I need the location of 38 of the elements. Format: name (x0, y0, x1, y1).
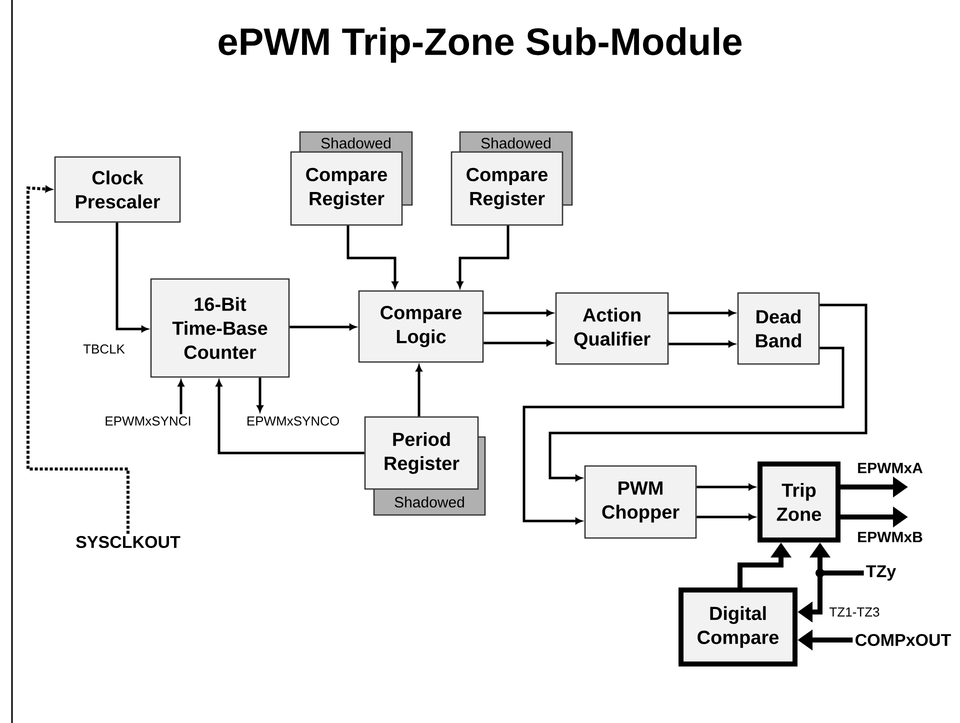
arrow (256, 378, 264, 412)
arrow (178, 380, 184, 414)
title: ePWM Trip-Zone Sub-Module (218, 27, 742, 63)
arrow (668, 310, 736, 316)
arrow (668, 340, 736, 348)
edge-label: TZ1-TZ3 (830, 607, 880, 617)
arrow (484, 340, 554, 346)
block-box: Dead Band (737, 292, 820, 365)
edge-label: EPWMxA (858, 462, 923, 474)
signal-label: TZy (866, 565, 896, 581)
arrow (216, 380, 364, 454)
block-box: Action Qualifier (555, 292, 669, 365)
arrow (696, 514, 756, 520)
block-box: Trip Zone (758, 462, 840, 542)
block-box: Clock Prescaler (54, 156, 181, 223)
arrow (290, 324, 356, 330)
block-box: PWM Chopper (584, 465, 697, 539)
arrow (26, 186, 130, 534)
arrow (116, 222, 148, 332)
signal-label: COMPxOUT (856, 634, 951, 646)
block-box: 16-Bit Time-Base Counter (150, 278, 290, 378)
block-box: Period Register (364, 416, 479, 490)
signal-label: SYSCLKOUT (76, 536, 180, 548)
arrow (346, 226, 398, 288)
block-box: Compare Register (450, 151, 564, 226)
arrow (416, 364, 422, 416)
edge-label: TBCLK (83, 344, 125, 354)
arrow (522, 346, 844, 524)
arrow (696, 484, 756, 490)
signal-label: EPWMxSYNCO (247, 416, 339, 426)
block-box: Compare Logic (358, 290, 484, 363)
arrow (548, 304, 868, 482)
block-box: Compare Register (290, 151, 403, 226)
arrow (484, 310, 554, 316)
signal-label: EPWMxSYNCI (106, 416, 190, 426)
block-box: Digital Compare (678, 588, 798, 666)
arrow (456, 226, 510, 288)
edge-label: EPWMxB (858, 532, 922, 542)
